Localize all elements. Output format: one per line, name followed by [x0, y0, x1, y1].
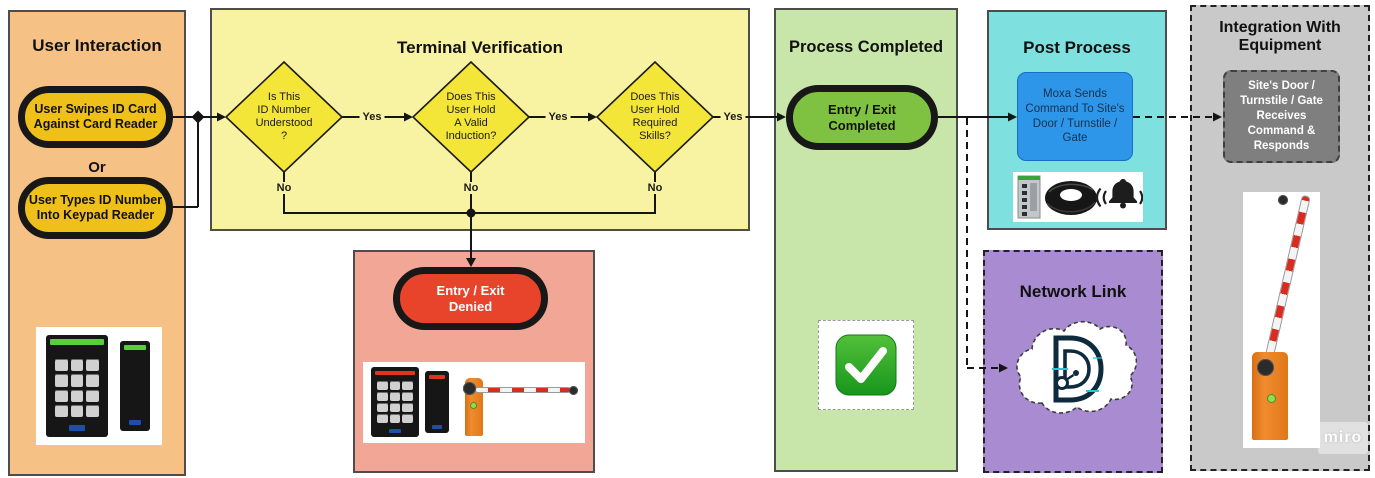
d-link-logo-icon	[1052, 335, 1104, 403]
yes-label: Yes	[359, 111, 385, 123]
or-label: Or	[88, 159, 106, 176]
no-label: No	[644, 182, 666, 194]
panel-title: User Interaction	[32, 36, 162, 55]
node-moxa-command[interactable]: Moxa Sends Command To Site's Door / Turn…	[1017, 72, 1133, 161]
no-label: No	[460, 182, 482, 194]
barrier-gate-icon	[1243, 192, 1320, 448]
panel-title: Terminal Verification	[397, 38, 563, 57]
panel-denied[interactable]: Entry / Exit Denied	[353, 250, 595, 473]
node-user-swipes-card[interactable]: User Swipes ID Card Against Card Reader	[18, 86, 173, 148]
junction-diamond	[191, 110, 205, 124]
keypad-reader-icon	[371, 367, 419, 437]
moxa-device-icon	[1017, 175, 1041, 219]
keypad-reader-icon	[46, 335, 108, 437]
card-reader-icon	[120, 341, 150, 431]
miro-watermark: miro	[1318, 422, 1368, 454]
panel-integration-equipment[interactable]: Integration With Equipment Site's Door /…	[1190, 5, 1370, 471]
no-label: No	[273, 182, 295, 194]
decision-question: Does This User Hold A Valid Induction?	[445, 91, 497, 142]
node-entry-exit-denied[interactable]: Entry / Exit Denied	[393, 267, 548, 330]
node-user-types-id[interactable]: User Types ID Number Into Keypad Reader	[18, 177, 173, 239]
alarm-bell-icon	[1095, 179, 1151, 209]
barrier-gate-icon	[459, 370, 585, 440]
cable-coil-icon	[1045, 181, 1097, 215]
yes-label: Yes	[545, 111, 571, 123]
panel-title: Process Completed	[788, 38, 944, 56]
panel-post-process[interactable]: Post Process Moxa Sends Command To Site'…	[987, 10, 1167, 230]
node-entry-exit-completed[interactable]: Entry / Exit Completed	[786, 85, 938, 150]
decision-question: Does This User Hold Required Skills?	[630, 91, 680, 142]
checkmark-icon	[835, 334, 897, 396]
panel-network-link[interactable]: Network Link	[983, 250, 1163, 473]
node-equipment-receives[interactable]: Site's Door / Turnstile / Gate Receives …	[1223, 70, 1340, 163]
cloud-icon	[1016, 320, 1137, 414]
panel-title: Integration With Equipment	[1219, 19, 1341, 55]
panel-title: Post Process	[1023, 38, 1131, 57]
panel-user-interaction[interactable]: User Interaction User Swipes ID Card Aga…	[8, 10, 186, 476]
decision-question: Is This ID Number Understood ?	[255, 91, 313, 142]
card-reader-icon	[425, 371, 449, 433]
yes-label: Yes	[720, 111, 746, 123]
panel-title: Network Link	[1019, 282, 1127, 301]
panel-process-completed[interactable]: Process Completed Entry / Exit Completed	[774, 8, 958, 472]
